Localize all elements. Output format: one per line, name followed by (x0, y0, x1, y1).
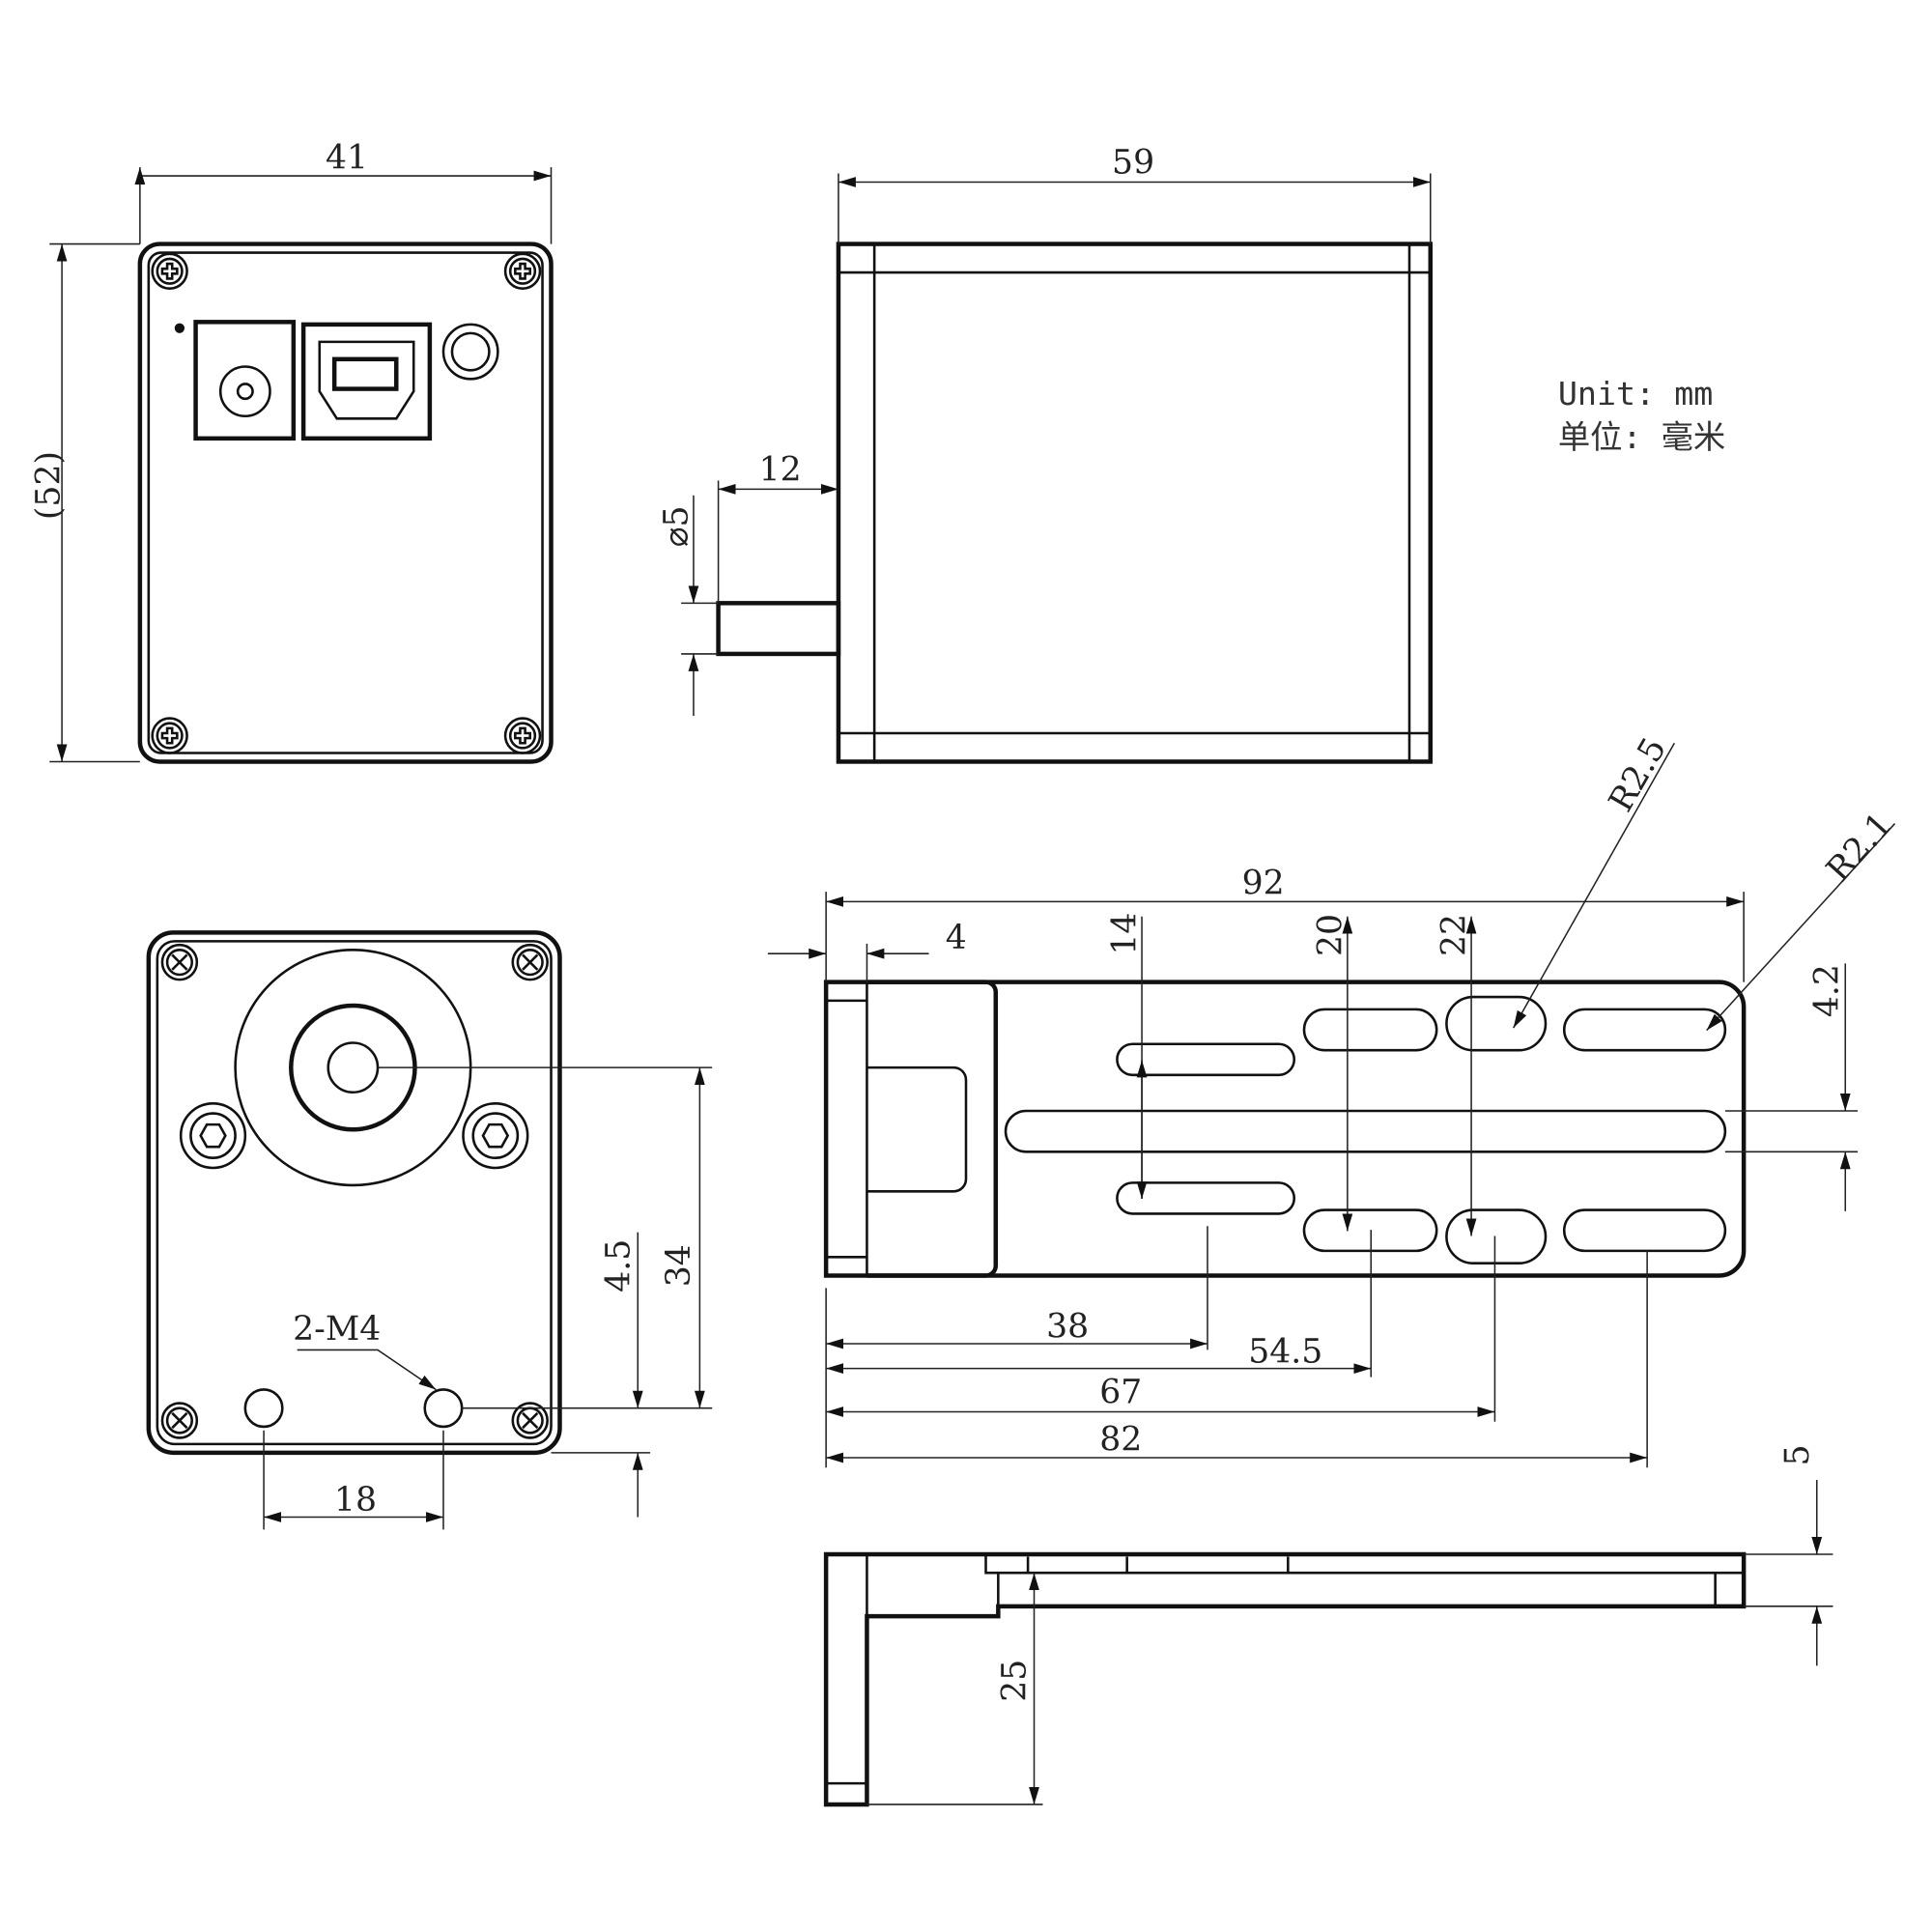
usb-b-port-icon (300, 322, 433, 441)
led-indicator-icon (174, 323, 185, 333)
dim-4-2: 4.2 (1808, 964, 1847, 1017)
dim-bracket-length: 92 (1242, 865, 1285, 903)
bracket-side-view: 5 25 (823, 1444, 1833, 1807)
dim-width: 41 (326, 138, 368, 177)
dc-jack-icon (193, 320, 297, 441)
button-icon (441, 323, 499, 381)
hole-label: 2-M4 (293, 1310, 381, 1349)
shaft (716, 601, 841, 657)
front-view: 41 (52) (30, 138, 552, 764)
dim-lip: 4 (946, 919, 967, 957)
unit-note-en: Unit: mm (1558, 375, 1714, 412)
dim-67: 67 (1099, 1374, 1142, 1412)
dim-bracket-height: 25 (996, 1660, 1035, 1702)
rear-view: 2-M4 18 34 4.5 (146, 930, 713, 1530)
dim-hole-spacing: 18 (334, 1481, 377, 1520)
dim-20: 20 (1311, 914, 1350, 956)
hex-bolt-icon (179, 1102, 247, 1170)
dim-height: (52) (30, 451, 69, 520)
dim-22: 22 (1435, 914, 1474, 956)
dim-82: 82 (1099, 1420, 1142, 1459)
bracket-top-view: 92 4 14 20 22 R2.5 R2.1 4.2 38 54.5 67 8… (767, 731, 1900, 1468)
hex-bolt-icon (462, 1102, 529, 1170)
dim-14: 14 (1106, 913, 1145, 955)
dim-shaft-length: 12 (759, 450, 802, 489)
radius-r25: R2.5 (1602, 731, 1674, 818)
dim-shaft-diameter: ⌀5 (658, 505, 696, 547)
dim-54-5: 54.5 (1248, 1332, 1322, 1371)
side-view: 59 12 ⌀5 Unit: mm 单位: 毫米 (658, 143, 1725, 764)
dim-38: 38 (1046, 1308, 1089, 1347)
dim-length: 59 (1112, 143, 1154, 182)
dim-offset-b: 4.5 (599, 1239, 638, 1293)
dim-offset-a: 34 (660, 1244, 698, 1287)
dim-thickness: 5 (1778, 1444, 1817, 1465)
radius-r21: R2.1 (1819, 806, 1900, 890)
unit-note-cn: 单位: 毫米 (1558, 418, 1725, 456)
